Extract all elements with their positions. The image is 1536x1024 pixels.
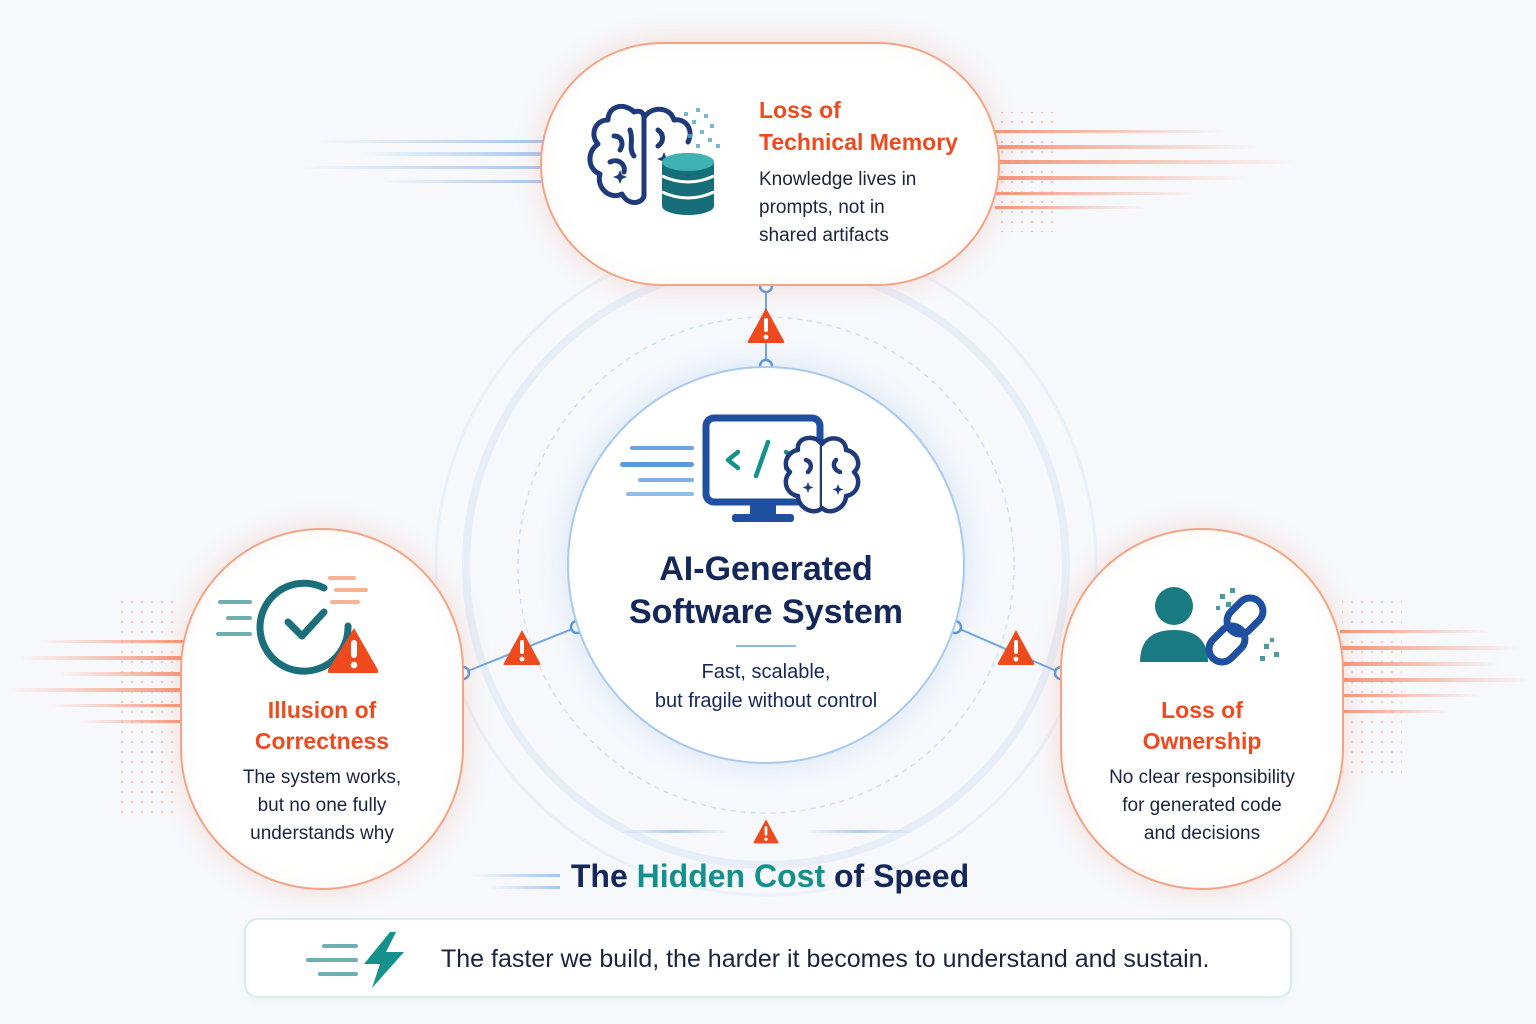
left-card-desc-line2: but no one fully (257, 795, 387, 816)
right-card-desc-line3: and decisions (1143, 823, 1261, 844)
left-card-desc-line3: understands why (250, 823, 394, 844)
warning-icon (747, 308, 785, 343)
takeaway-banner: The faster we build, the harder it becom… (244, 918, 1292, 998)
headline-part3: of Speed (825, 858, 970, 894)
loss-of-ownership-card (1060, 528, 1344, 890)
right-card-desc-line2: for generated code (1122, 795, 1282, 816)
hub-title: AI-Generated Software System (567, 548, 965, 634)
hub-subtitle-line1: Fast, scalable, (701, 661, 831, 683)
left-card-desc-line1: The system works, (242, 767, 402, 788)
brain-database-icon (587, 103, 720, 215)
hub-subtitle-line2: but fragile without control (654, 690, 878, 712)
left-card-title-line1: Illusion of (267, 697, 377, 723)
top-card-desc-line1: Knowledge lives in (759, 169, 917, 190)
hub-title-line1: AI-Generated (659, 550, 873, 588)
warning-icon (753, 819, 779, 844)
code-monitor-brain-icon (620, 414, 861, 522)
banner-text: The faster we build, the harder it becom… (441, 945, 1210, 973)
top-card-desc-line3: shared artifacts (759, 225, 889, 246)
warning-icon (503, 630, 541, 665)
right-card-title-line2: Ownership (1142, 728, 1262, 754)
user-broken-link-icon (1140, 587, 1279, 666)
technical-memory-card (540, 42, 1000, 286)
headline-part1: The (570, 858, 637, 894)
top-card-title-line1: Loss of (759, 97, 841, 123)
top-card-desc-line2: prompts, not in (759, 197, 885, 218)
central-hub (567, 366, 965, 764)
check-warning-icon (216, 576, 379, 675)
headline-highlight: Hidden Cost (636, 858, 826, 894)
hub-divider (736, 645, 796, 647)
top-card-title-line2: Technical Memory (759, 129, 958, 155)
left-card-title-line2: Correctness (254, 728, 390, 754)
warning-icon (997, 630, 1035, 665)
lightning-icon (306, 932, 404, 988)
right-card-title-line1: Loss of (1161, 697, 1243, 723)
headline: The Hidden Cost of Speed (470, 858, 1070, 895)
right-card-desc-line1: No clear responsibility (1109, 767, 1295, 788)
hub-subtitle: Fast, scalable, but fragile without cont… (567, 658, 965, 716)
hub-title-line2: Software System (629, 593, 903, 631)
